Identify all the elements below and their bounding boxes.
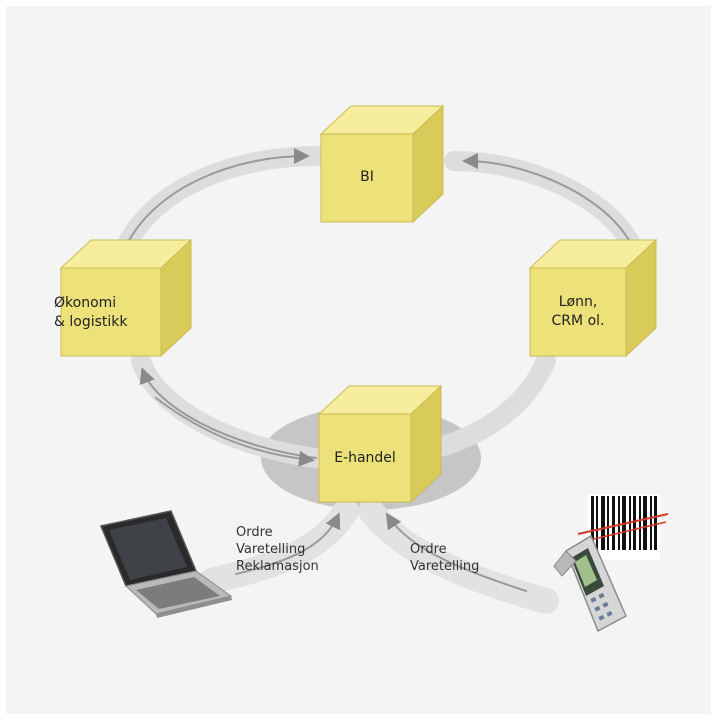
cube-lonn [528, 238, 658, 358]
device-flows [198, 498, 559, 614]
node-lonn-label: Lønn, CRM ol. [551, 294, 605, 329]
diagram-graphics [59, 104, 669, 633]
diagram-canvas: BI Økonomi & logistikk Lønn, CRM ol. E-h… [6, 6, 711, 714]
cube-okonomi [59, 238, 193, 358]
barcode-icon [577, 494, 669, 560]
node-bi-label: BI [360, 169, 374, 185]
cycle-arrows [116, 146, 641, 468]
laptop-flow-text: Ordre Varetelling Reklamasjon [236, 525, 319, 574]
laptop-icon [99, 510, 233, 618]
cube-bi [319, 104, 445, 224]
scanner-flow-text: Ordre Varetelling [410, 542, 480, 574]
node-ehandel-label: E-handel [334, 450, 396, 466]
node-okonomi-label: Økonomi & logistikk [54, 295, 128, 330]
cube-ehandel [317, 384, 443, 504]
barcode-scanner-icon [553, 534, 627, 633]
